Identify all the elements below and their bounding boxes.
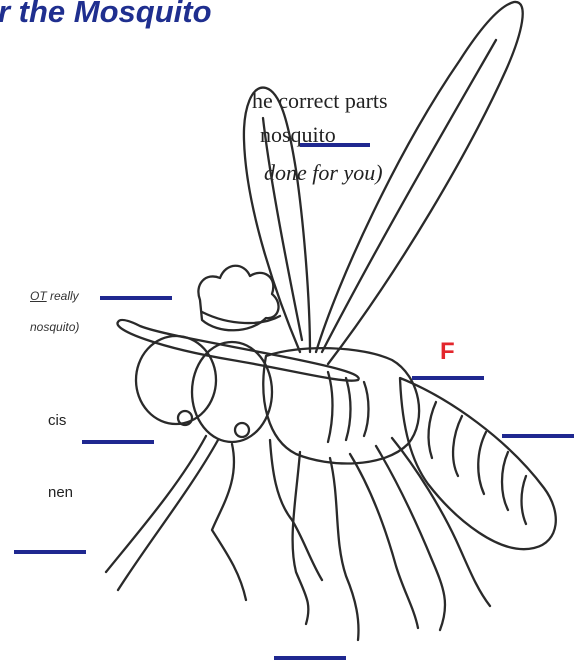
proboscis xyxy=(118,440,218,590)
right-eye xyxy=(192,342,272,442)
answer-blank-thorax[interactable] xyxy=(412,376,484,380)
answer-blank-hat[interactable] xyxy=(100,296,172,300)
answer-blank-proboscis[interactable] xyxy=(14,550,86,554)
answer-blank-wing[interactable] xyxy=(300,143,370,147)
leg-3 xyxy=(350,454,418,628)
thorax xyxy=(263,348,419,463)
answer-blank-abdomen[interactable] xyxy=(502,434,574,438)
answer-blank-head[interactable] xyxy=(82,440,154,444)
right-wing-vein xyxy=(322,40,496,352)
right-pupil xyxy=(235,423,249,437)
answer-blank-legs[interactable] xyxy=(274,656,346,660)
right-wing xyxy=(316,2,523,364)
leg-2 xyxy=(330,458,359,640)
